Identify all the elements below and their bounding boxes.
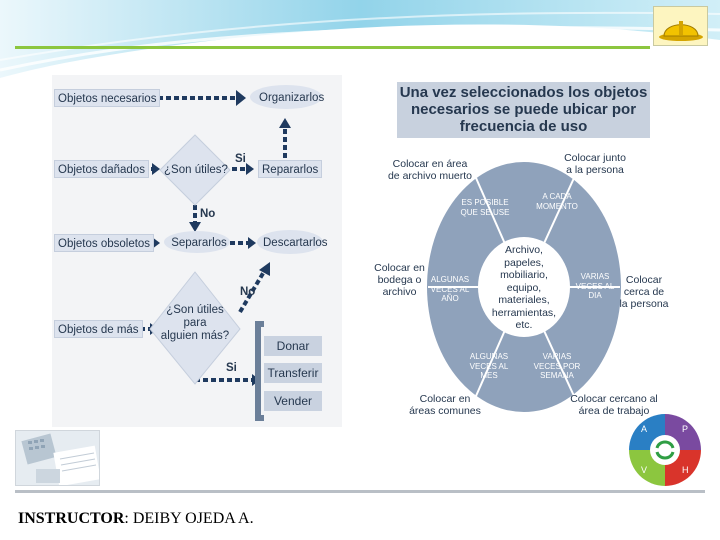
title-line-3: frecuencia de uso (459, 118, 588, 135)
circle-center-text: Archivo, papeles, mobiliario, equipo, ma… (484, 244, 564, 332)
varias-semana-line-2: VECES POR (533, 361, 581, 371)
cercano-trabajo-line-2: área de trabajo (578, 405, 650, 417)
label-cercano-trabajo: Colocar cercano al área de trabajo (562, 393, 666, 417)
label-areas-comunes: Colocar en áreas comunes (400, 393, 490, 417)
son-utiles-diamond: ¿Son útiles? (164, 164, 228, 176)
posible-line-1: ES POSIBLE (461, 198, 509, 207)
son-utiles-alguien-diamond: ¿Son útiles para alguien más? (160, 304, 230, 343)
varias-dia-line-2: VECES AL (575, 281, 615, 291)
objetos-de-mas-box: Objetos de más (54, 320, 143, 338)
cada-momento-line-1: A CADA (542, 192, 572, 201)
posible-line-2: QUE SE USE (460, 207, 510, 217)
si-label-1: Si (235, 153, 246, 165)
objetos-obsoletos-box: Objetos obsoletos (54, 234, 155, 252)
donar-box: Donar (264, 336, 322, 356)
center-line-3: mobiliario, (500, 269, 548, 281)
center-line-1: Archivo, (505, 244, 543, 256)
instructor-label: INSTRUCTOR (18, 510, 125, 527)
title-line-1: Una vez seleccionados los objetos (399, 84, 648, 101)
algunas-mes-line-2: VECES AL (469, 361, 509, 371)
cycle-p: P (682, 424, 688, 434)
varias-semana-line-1: VARIAS (542, 352, 572, 361)
circle-title: Una vez seleccionados los objetos necesa… (397, 82, 650, 138)
areas-comunes-line-2: áreas comunes (409, 405, 481, 417)
label-bodega: Colocar en bodega o archivo (372, 262, 427, 298)
transferir-box: Transferir (264, 363, 322, 383)
algunas-ano-line-2: VECES AL (430, 284, 470, 294)
segment-cada-momento: A CADA MOMENTO (532, 192, 582, 211)
organizarlos-node: Organizarlos (259, 92, 325, 104)
algunas-mes-line-3: MES (480, 371, 498, 380)
center-line-6: herramientas, (491, 306, 557, 319)
cercano-trabajo-line-1: Colocar cercano al (570, 393, 658, 405)
diamond-line-1: ¿Son útiles (166, 304, 224, 316)
diamond-line-2: para (183, 317, 207, 329)
segment-algunas-mes: ALGUNAS VECES AL MES (466, 352, 512, 381)
bodega-line-3: archivo (382, 286, 417, 298)
algunas-ano-line-1: ALGUNAS (430, 275, 470, 284)
center-line-4: equipo, (506, 281, 542, 294)
title-line-2: necesarios se puede ubicar por (410, 101, 637, 118)
hardhat-logo (653, 6, 708, 46)
phva-cycle-icon: A P V H (629, 414, 701, 486)
cerca-persona-line-1: Colocar (625, 274, 663, 286)
header-swoosh (0, 0, 720, 78)
label-junto-persona: Colocar junto a la persona (555, 152, 635, 176)
office-photo (15, 430, 100, 486)
cerca-persona-line-2: cerca de (623, 286, 665, 298)
junto-persona-line-2: a la persona (566, 164, 624, 176)
center-line-2: papeles, (504, 256, 544, 269)
bodega-line-1: Colocar en (374, 262, 425, 274)
cada-momento-line-2: MOMENTO (536, 201, 578, 211)
label-archivo-muerto: Colocar en área de archivo muerto (380, 158, 480, 182)
cycle-h: H (682, 465, 689, 475)
si-label-2: Si (226, 362, 237, 374)
archivo-muerto-line-2: de archivo muerto (387, 170, 473, 182)
descartarlos-node: Descartarlos (263, 237, 328, 249)
separarlos-node: Separarlos (171, 237, 227, 249)
objetos-danados-box: Objetos dañados (54, 160, 149, 178)
cycle-v: V (641, 465, 647, 475)
varias-semana-line-3: SEMANA (540, 371, 574, 380)
segment-varias-semana: VARIAS VECES POR SEMANA (530, 352, 584, 381)
center-line-5: materiales, (498, 294, 550, 306)
no-label-1: No (200, 208, 216, 220)
algunas-ano-line-3: AÑO (441, 294, 459, 303)
areas-comunes-line-1: Colocar en (419, 393, 471, 405)
varias-dia-line-1: VARIAS (580, 272, 610, 281)
footer-divider (15, 490, 705, 493)
varias-dia-line-3: DIA (588, 291, 602, 300)
segment-algunas-ano: ALGUNAS VECES AL AÑO (428, 275, 472, 304)
instructor-footer: INSTRUCTOR: DEIBY OJEDA A. (18, 510, 254, 528)
diamond-line-3: alguien más? (160, 330, 230, 342)
objetos-necesarios-box: Objetos necesarios (54, 89, 161, 107)
cerca-persona-line-3: la persona (619, 298, 669, 310)
cycle-a: A (641, 424, 647, 434)
vender-box: Vender (264, 391, 322, 411)
label-cerca-persona: Colocar cerca de la persona (616, 274, 672, 310)
archivo-muerto-line-1: Colocar en área (392, 158, 468, 170)
center-line-7: etc. (515, 319, 533, 331)
segment-varias-dia: VARIAS VECES AL DIA (574, 272, 616, 301)
junto-persona-line-1: Colocar junto (564, 152, 626, 164)
segment-posible: ES POSIBLE QUE SE USE (460, 198, 510, 217)
repararlos-box: Repararlos (258, 160, 323, 178)
instructor-name: : DEIBY OJEDA A. (124, 510, 254, 527)
no-label-2: No (240, 286, 256, 298)
bodega-line-2: bodega o (377, 274, 422, 286)
algunas-mes-line-1: ALGUNAS (469, 352, 509, 361)
